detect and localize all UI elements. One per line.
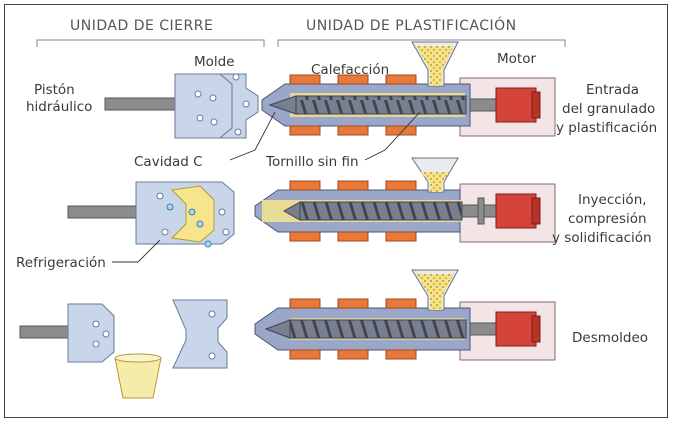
stage-1-line1: Entrada (586, 82, 640, 98)
stage-2-line2: compresión (568, 211, 647, 227)
closing-unit-bracket (36, 39, 265, 47)
piston-rod (67, 205, 137, 219)
piston-label-line2: hidráulico (26, 99, 93, 115)
stage-1-line3: y plastificación (556, 120, 658, 136)
mold-label: Molde (194, 54, 235, 70)
molded-cup (114, 357, 162, 399)
piston-label-line1: Pistón (34, 82, 75, 98)
mold-left-half (174, 73, 233, 139)
screw-label: Tornillo sin fin (266, 154, 359, 170)
stage-2-line1: Inyección, (578, 192, 647, 208)
diagram-frame (4, 4, 668, 418)
screw (299, 201, 463, 221)
piston-rod (104, 97, 176, 111)
row-3-machine (19, 269, 556, 399)
motor (495, 193, 537, 229)
closing-unit-header: UNIDAD DE CIERRE (70, 18, 214, 34)
screw (289, 319, 467, 339)
plastification-unit-bracket (277, 39, 566, 47)
piston-rod (19, 325, 69, 339)
mold-left-half (67, 303, 115, 363)
mold-right-half (218, 73, 259, 139)
row-2-machine (67, 157, 556, 263)
motor (495, 87, 537, 123)
stage-1-line2: del granulado (562, 101, 656, 117)
stage-2-line3: y solidificación (552, 230, 652, 246)
row-1-machine (104, 41, 556, 161)
heating-label: Calefacción (311, 62, 390, 78)
plastification-unit-header: UNIDAD DE PLASTIFICACIÓN (306, 18, 517, 34)
screw (295, 95, 467, 115)
mold-right-half (172, 299, 228, 369)
cooling-label: Refrigeración (16, 255, 106, 271)
motor (495, 311, 537, 347)
stage-3-line1: Desmoldeo (572, 330, 649, 346)
cavity-label: Cavidad C (134, 154, 203, 170)
motor-label: Motor (497, 51, 537, 67)
